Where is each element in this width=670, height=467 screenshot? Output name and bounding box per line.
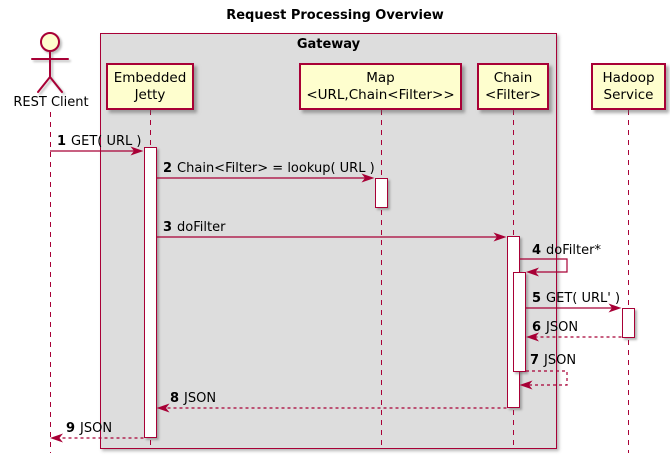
message-9-arrowhead [50, 433, 63, 443]
participant-label: Chain [493, 69, 533, 86]
participant-label: <URL,Chain<Filter>> [306, 86, 455, 103]
participant-embedded-jetty: Embedded Jetty [106, 63, 194, 110]
activation-hadoop-service [621, 308, 635, 338]
activation-chain-nested [513, 272, 526, 372]
participant-label: Jetty [134, 86, 166, 103]
participant-label: <Filter> [484, 86, 542, 103]
actor-icon [31, 32, 69, 93]
participant-label: Hadoop [602, 69, 655, 86]
activation-embedded-jetty [143, 147, 157, 438]
gateway-frame-label: Gateway [296, 37, 361, 52]
participant-label: Embedded [113, 69, 187, 86]
actor-name: REST Client [13, 95, 89, 110]
participant-hadoop-service: Hadoop Service [591, 63, 666, 110]
participant-chain: Chain <Filter> [477, 63, 549, 110]
participant-map: Map <URL,Chain<Filter>> [299, 63, 462, 110]
diagram-title: Request Processing Overview [226, 8, 444, 23]
participant-label: Map [366, 69, 395, 86]
participant-label: Service [603, 86, 654, 103]
activation-map [374, 178, 388, 208]
